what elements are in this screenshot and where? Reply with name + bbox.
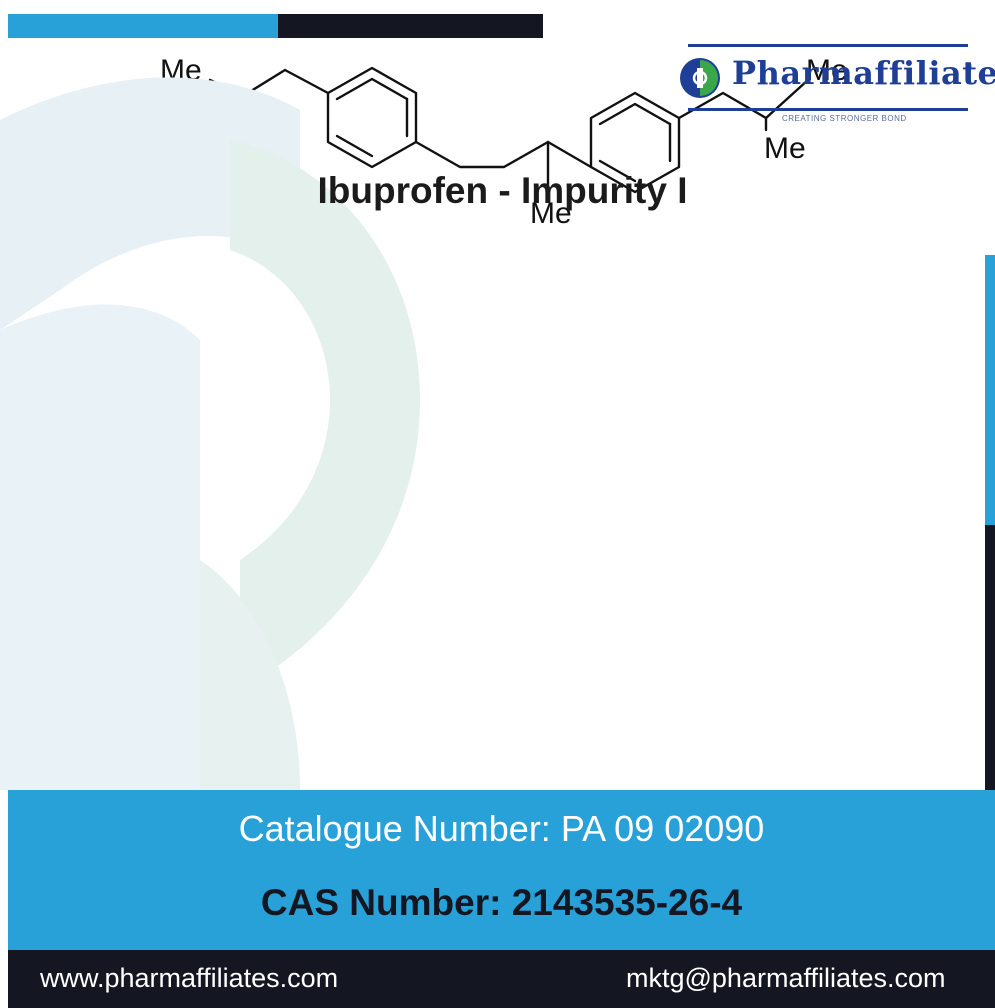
footer-bar xyxy=(8,950,995,1008)
product-title: Ibuprofen - Impurity I xyxy=(317,170,688,211)
bond-chain xyxy=(414,140,593,169)
top-accent-bar-dark xyxy=(278,14,543,38)
catalogue-number: Catalogue Number: PA 09 02090 xyxy=(238,808,765,849)
label-me-chain: Me xyxy=(530,197,572,230)
ring-right-double-2 xyxy=(598,159,637,183)
logo-top-rule xyxy=(688,44,968,47)
logo-bottom-rule xyxy=(688,108,968,111)
logo-wordmark: Pharmaffiliates xyxy=(732,54,995,92)
top-accent-bar-blue xyxy=(8,14,278,38)
bond-right-isobutyl xyxy=(677,78,810,120)
ring-left-double-1 xyxy=(335,77,409,101)
ring-left-double-2 xyxy=(335,134,374,158)
side-accent-bar-dark xyxy=(985,525,995,790)
email-link[interactable]: mktg@pharmaffiliates.com xyxy=(626,963,946,993)
background-watermark xyxy=(0,77,420,790)
brand-logo: Pharmaffiliates ® CREATING STRONGER BOND xyxy=(678,42,995,132)
ring-right-double-1 xyxy=(598,102,672,126)
logo-emblem-icon xyxy=(680,58,720,98)
label-me-right-bottom: Me xyxy=(764,132,806,165)
label-me-right-top: Me xyxy=(806,54,848,87)
logo-tagline: CREATING STRONGER BOND xyxy=(782,114,907,123)
side-accent-bar-blue xyxy=(985,255,995,525)
cas-number: CAS Number: 2143535-26-4 xyxy=(260,882,743,923)
logo-registered-mark: ® xyxy=(966,62,972,71)
website-link[interactable]: www.pharmaffiliates.com xyxy=(40,963,339,993)
info-band xyxy=(8,790,995,950)
